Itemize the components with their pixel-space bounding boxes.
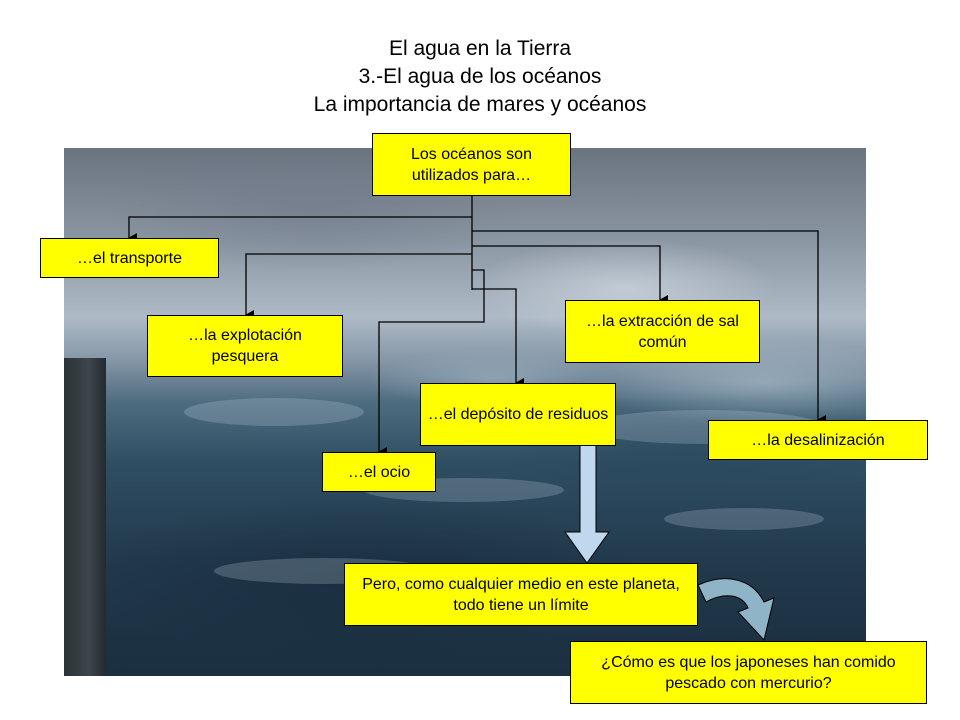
arrow-to-transporte (128, 216, 472, 243)
title-line-1: El agua en la Tierra (388, 37, 572, 60)
use-box-pesca: …la explotación pesquera (147, 315, 343, 377)
arrow-to-residuos (472, 288, 524, 388)
arrow-to-desalinizacion (472, 230, 826, 425)
arrow-to-sal (472, 245, 668, 305)
use-box-desalinizacion: …la desalinización (708, 420, 928, 460)
curved-arrow (697, 578, 775, 642)
limit-box: Pero, como cualquier medio en este plane… (344, 563, 698, 626)
question-box: ¿Cómo es que los japoneses han comido pe… (570, 641, 927, 704)
title-line-2: 3.-El agua de los océanos (358, 65, 602, 88)
arrow-to-ocio (378, 269, 485, 457)
use-box-residuos: …el depósito de residuos (420, 383, 616, 446)
use-box-transporte: …el transporte (40, 238, 219, 278)
root-box: Los océanos son utilizados para… (372, 133, 571, 196)
arrow-to-pesca (245, 253, 472, 320)
ship-hull (64, 358, 106, 676)
title-line-3: La importancia de mares y océanos (313, 93, 647, 116)
use-box-sal: …la extracción de sal común (565, 300, 760, 363)
use-box-ocio: …el ocio (322, 452, 436, 492)
